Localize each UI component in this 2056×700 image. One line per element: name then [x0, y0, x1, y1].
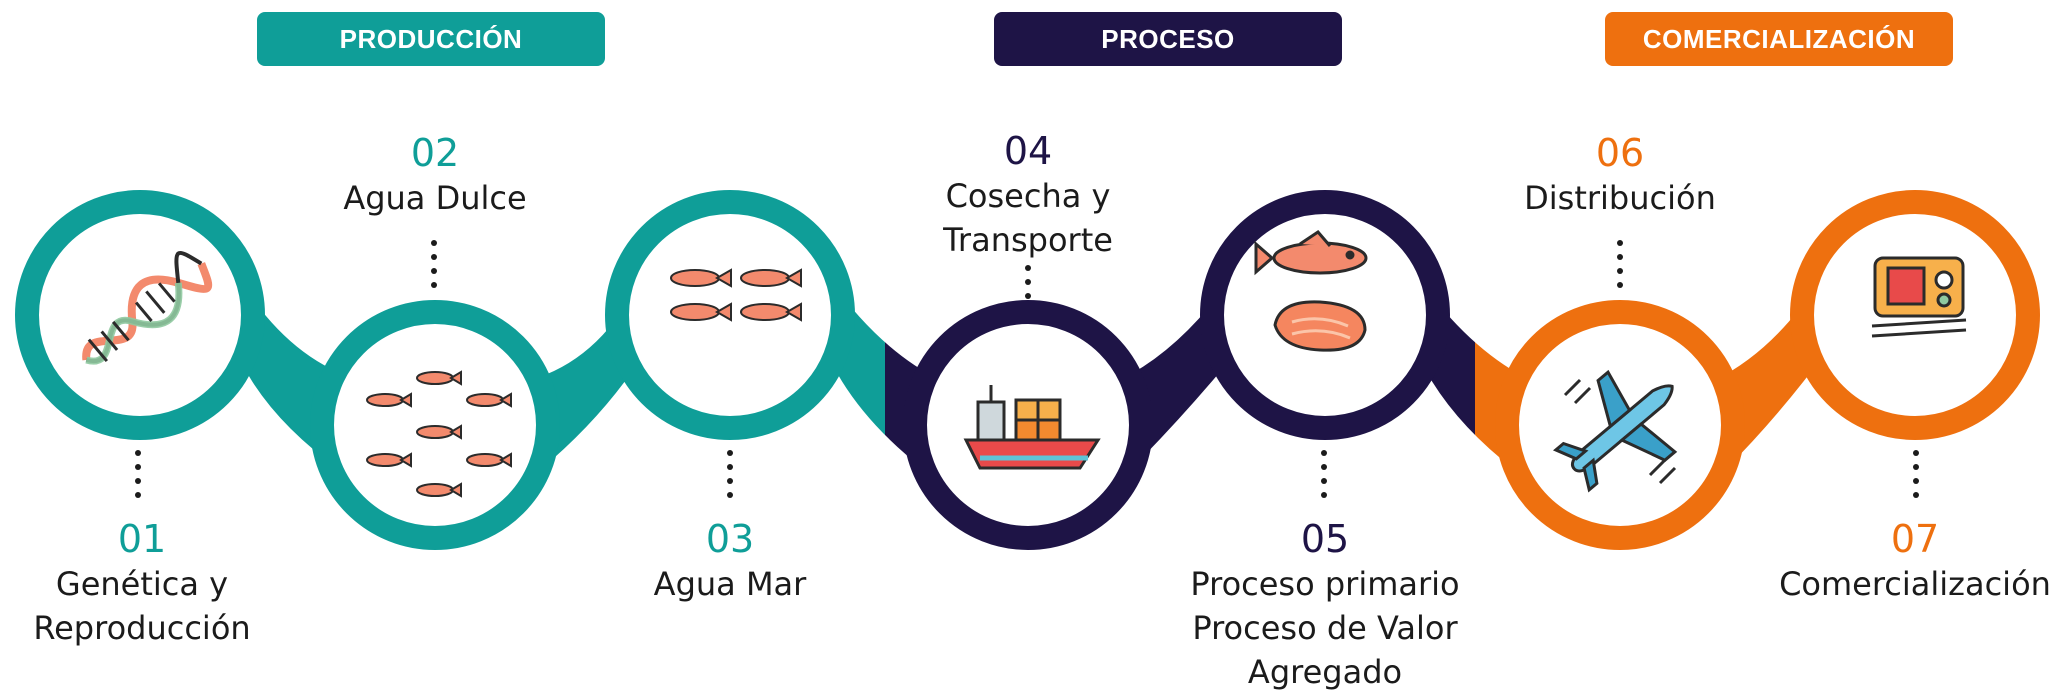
airplane-icon	[1552, 369, 1678, 493]
step-02-line-1: Agua Dulce	[343, 179, 527, 217]
step-07-line-1: Comercialización	[1779, 565, 2051, 603]
step-05-line-3: Agregado	[1247, 653, 1403, 691]
sushi-tray-icon	[1871, 256, 1967, 338]
header-produccion: PRODUCCIÓN	[257, 12, 605, 66]
header-comercializacion: COMERCIALIZACIÓN	[1605, 12, 1953, 66]
step-03-label: 03 Agua Mar	[570, 516, 890, 606]
dna-icon	[82, 251, 213, 365]
step-04-line-1: Cosecha y	[945, 177, 1111, 215]
step-07-number: 07	[1890, 517, 1940, 561]
step-06-label: 06 Distribución	[1460, 130, 1780, 220]
step-01-line-1: Genética y	[55, 565, 229, 603]
step-04-label: 04 Cosecha y Transporte	[868, 128, 1188, 262]
speed-lines-icon	[1563, 378, 1677, 485]
step-02-label: 02 Agua Dulce	[275, 130, 595, 220]
step-01-number: 01	[117, 517, 167, 561]
step-07-label: 07 Comercialización	[1755, 516, 2056, 606]
leader-05	[1320, 450, 1328, 506]
step-05-label: 05 Proceso primario Proceso de Valor Agr…	[1165, 516, 1485, 694]
step-05-line-1: Proceso primario	[1190, 565, 1460, 603]
leader-01	[134, 450, 142, 506]
cargo-ship-icon	[963, 385, 1101, 470]
leader-04	[1024, 265, 1032, 307]
leader-02	[430, 240, 438, 296]
step-01-ring	[15, 190, 265, 440]
step-04-number: 04	[1003, 129, 1053, 173]
step-06-line-1: Distribución	[1524, 179, 1716, 217]
step-03-number: 03	[705, 517, 755, 561]
salmon-school-icon	[670, 268, 802, 322]
step-04-line-2: Transporte	[943, 221, 1113, 259]
step-02-number: 02	[410, 131, 460, 175]
leader-07	[1912, 450, 1920, 506]
fish-fillet-icon	[1254, 230, 1368, 352]
step-05-number: 05	[1300, 517, 1350, 561]
leader-03	[726, 450, 734, 506]
step-05-line-2: Proceso de Valor	[1192, 609, 1458, 647]
step-06-number: 06	[1595, 131, 1645, 175]
header-proceso: PROCESO	[994, 12, 1342, 66]
step-01-line-2: Reproducción	[33, 609, 251, 647]
leader-06	[1616, 240, 1624, 296]
small-fish-school-icon	[366, 370, 512, 498]
step-03-line-1: Agua Mar	[653, 565, 807, 603]
step-01-label: 01 Genética y Reproducción	[0, 516, 302, 650]
